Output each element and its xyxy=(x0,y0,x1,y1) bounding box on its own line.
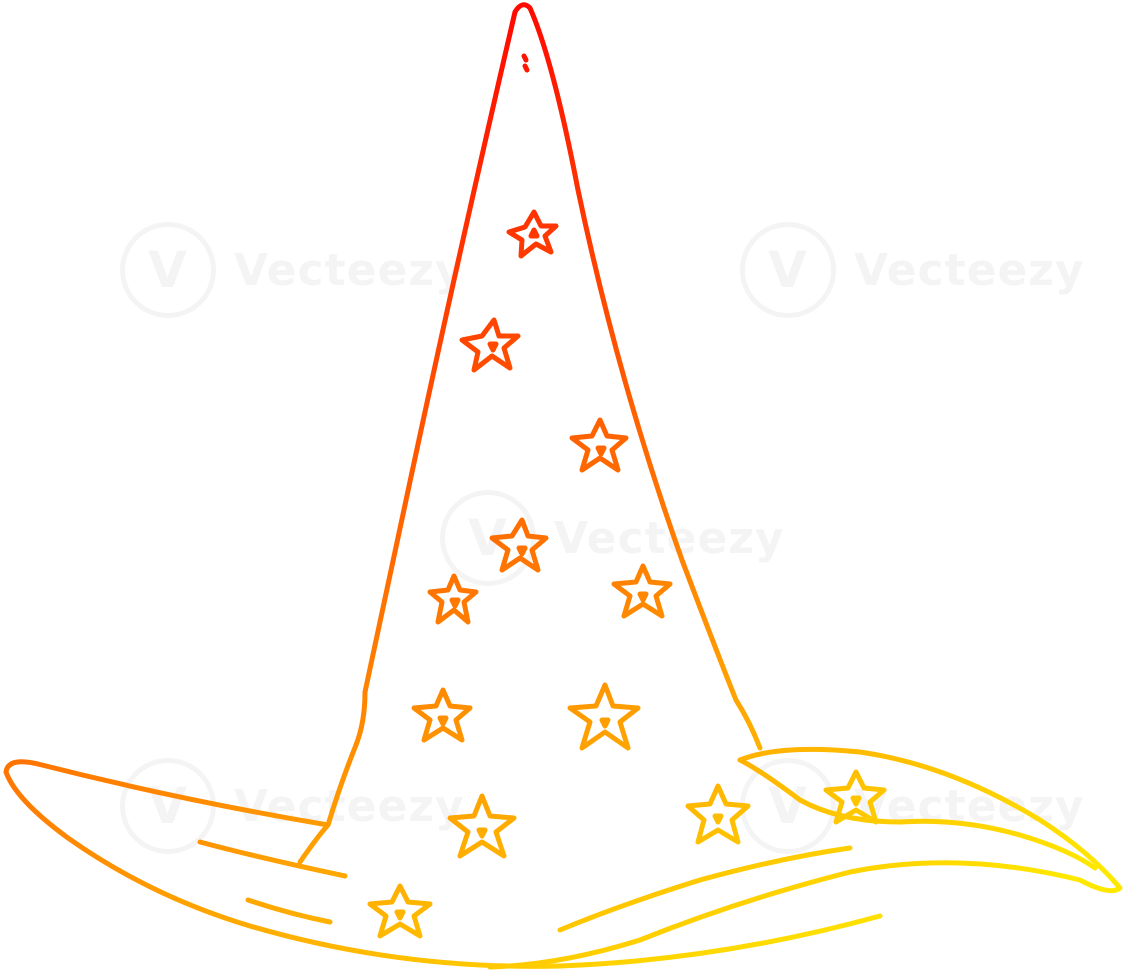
star-icon xyxy=(459,317,521,373)
star-icon xyxy=(823,769,887,825)
star-icon xyxy=(489,517,549,573)
hat-brim-left xyxy=(3,759,883,969)
watermark: V Vecteezy xyxy=(120,222,465,318)
star-icon xyxy=(411,687,473,743)
star-icon xyxy=(611,563,673,619)
star-icon xyxy=(567,682,641,751)
star-icon xyxy=(427,573,479,625)
watermark-logo-icon: V xyxy=(120,758,216,854)
hat-brim-right xyxy=(487,746,1123,970)
watermark-text: Vecteezy xyxy=(854,244,1085,296)
star-icon xyxy=(506,209,559,259)
watermark-logo-icon: V xyxy=(740,222,836,318)
star-icon xyxy=(447,793,517,859)
watermark: V Vecteezy xyxy=(120,758,465,854)
watermark: V Vecteezy xyxy=(740,222,1085,318)
watermark-text: Vecteezy xyxy=(234,780,465,832)
watermark-text: Vecteezy xyxy=(234,244,465,296)
hat-cone xyxy=(297,2,763,865)
watermark-logo-icon: V xyxy=(120,222,216,318)
star-icon xyxy=(569,417,629,473)
star-icon xyxy=(685,783,751,845)
star-icon xyxy=(367,883,433,939)
